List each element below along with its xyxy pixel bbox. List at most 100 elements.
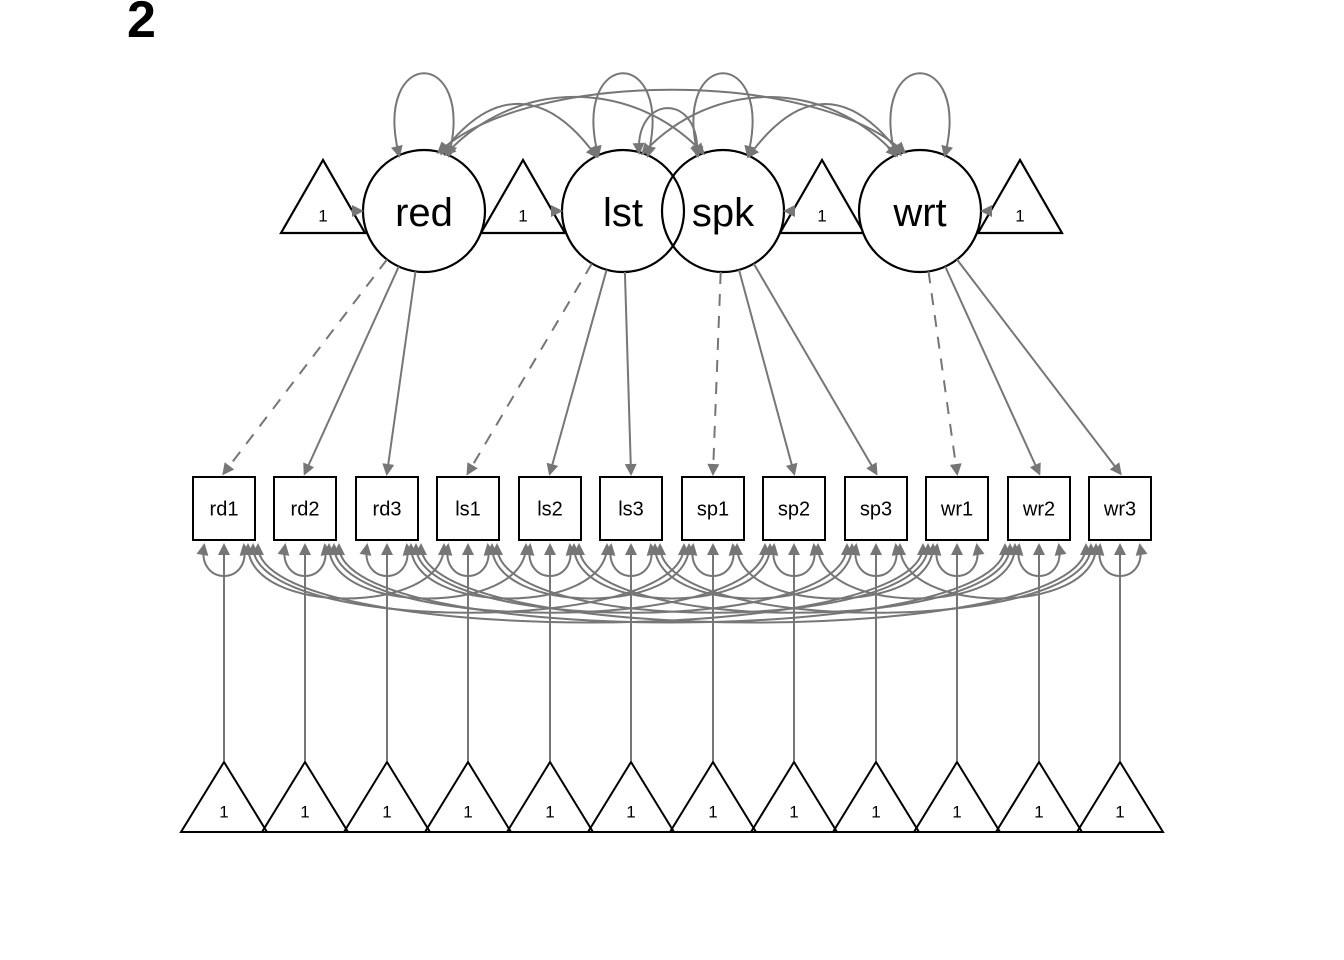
indicator-sp2 — [762, 476, 826, 541]
latent-covariance-red-lst — [440, 103, 598, 159]
observed-intercept-triangle-wr3 — [1075, 760, 1165, 833]
residual-covariance-rd3-wr3 — [415, 543, 1092, 624]
latent-intercept-triangle-lst — [479, 157, 567, 235]
indicator-label-rd3: rd3 — [373, 499, 402, 521]
observed-intercept-triangle-rd3 — [342, 760, 432, 833]
indicator-label-sp3: sp3 — [860, 499, 892, 521]
residual-covariance-sp2-wr2 — [812, 543, 1021, 600]
observed-intercept-triangle-ls3 — [586, 760, 676, 833]
indicator-label-sp1: sp1 — [697, 499, 729, 521]
observed-intercept-fill-wr1 — [914, 762, 1000, 832]
observed-intercept-label-rd3: 1 — [382, 803, 391, 822]
residual-covariance-rd2-ls2 — [323, 543, 532, 600]
observed-intercept-fill-ls2 — [507, 762, 593, 832]
observed-intercept-fill-rd2 — [262, 762, 348, 832]
indicator-label-sp2: sp2 — [778, 499, 810, 521]
latent-fill-spk — [662, 150, 784, 272]
observed-intercept-fill-wr2 — [996, 762, 1082, 832]
latent-covariance-red-wrt — [436, 88, 907, 155]
indicator-wr1 — [925, 476, 989, 541]
latent-covariance-edges — [436, 88, 907, 159]
indicator-rd2 — [273, 476, 337, 541]
observed-intercept-fill-ls3 — [588, 762, 674, 832]
latent-covariance-red-spk — [443, 95, 706, 157]
observed-intercept-label-ls2: 1 — [545, 803, 554, 822]
indicator-rd1 — [192, 476, 256, 541]
indicator-label-ls1: ls1 — [455, 499, 481, 521]
observed-intercept-label-wr2: 1 — [1034, 803, 1043, 822]
loading-wrt-wr1 — [927, 271, 962, 476]
latent-variance-wrt — [887, 72, 953, 158]
indicator-ls1 — [436, 476, 500, 541]
latent-label-wrt: wrt — [892, 191, 946, 235]
loading-spk-sp1 — [707, 271, 722, 476]
observed-intercept-label-sp2: 1 — [789, 803, 798, 822]
observed-intercept-fill-rd3 — [344, 762, 430, 832]
observed-intercept-fill-wr3 — [1077, 762, 1163, 832]
latent-variance-lst — [590, 72, 656, 158]
loading-red-rd1 — [222, 258, 388, 476]
observed-intercept-label-sp1: 1 — [708, 803, 717, 822]
indicator-wr2 — [1007, 476, 1071, 541]
latent-variance-edges — [391, 72, 953, 158]
residual-covariance-sp1-wr1 — [731, 543, 939, 600]
residual-covariance-ls2-sp2 — [568, 543, 776, 600]
latent-label-lst: lst — [603, 191, 643, 235]
observed-intercept-triangle-rd1 — [179, 760, 269, 833]
loading-red-rd2 — [303, 266, 400, 476]
observed-intercept-label-wr1: 1 — [952, 803, 961, 822]
latent-fill-red — [363, 150, 485, 272]
residual-covariance-ls3-sp3 — [649, 543, 858, 600]
latent-covariance-spk-wrt — [747, 103, 902, 159]
latent-label-spk: spk — [692, 191, 755, 235]
indicator-label-rd2: rd2 — [291, 499, 320, 521]
observed-intercept-triangle-ls1 — [423, 760, 513, 833]
indicator-rd3 — [355, 476, 419, 541]
latent-covariance-lst-wrt — [640, 96, 899, 158]
indicator-label-wr2: wr2 — [1022, 499, 1055, 521]
residual-covariance-rd1-wr1 — [252, 543, 929, 624]
latent-variance-red — [391, 72, 457, 158]
loading-spk-sp2 — [738, 269, 798, 476]
loading-wrt-wr3 — [956, 258, 1122, 476]
loading-lst-ls3 — [623, 271, 637, 476]
observed-intercept-label-rd2: 1 — [300, 803, 309, 822]
residual-covariance-rd3-ls3 — [405, 543, 613, 600]
residual-covariance-edges — [242, 543, 1102, 624]
loading-edges — [222, 258, 1122, 476]
loading-wrt-wr2 — [944, 266, 1041, 476]
indicator-ls3 — [599, 476, 663, 541]
observed-intercept-label-ls3: 1 — [626, 803, 635, 822]
latent-variance-spk — [690, 72, 756, 158]
figure-title: 2 — [127, 0, 156, 49]
observed-intercept-triangle-sp2 — [749, 760, 839, 833]
latent-covariance-lst-spk — [632, 107, 704, 158]
latent-fill-wrt — [859, 150, 981, 272]
residual-covariance-sp3-wr3 — [894, 543, 1102, 600]
observed-intercept-fill-rd1 — [181, 762, 267, 832]
observed-intercept-triangle-wr1 — [912, 760, 1002, 833]
loading-spk-sp3 — [752, 263, 878, 476]
loading-red-rd3 — [382, 271, 417, 476]
residual-covariance-rd2-wr2 — [333, 543, 1011, 624]
indicator-label-wr3: wr3 — [1103, 499, 1136, 521]
latent-fill-lst — [562, 150, 684, 272]
indicator-label-rd1: rd1 — [210, 499, 239, 521]
observed-intercept-label-sp3: 1 — [871, 803, 880, 822]
indicator-sp1 — [681, 476, 745, 541]
loading-lst-ls1 — [466, 262, 593, 476]
observed-intercept-fill-sp2 — [751, 762, 837, 832]
observed-intercept-label-rd1: 1 — [219, 803, 228, 822]
indicator-label-wr1: wr1 — [940, 499, 973, 521]
indicator-label-ls2: ls2 — [537, 499, 563, 521]
latent-intercept-label-red: 1 — [318, 207, 327, 226]
loading-lst-ls2 — [546, 269, 608, 476]
latent-intercept-label-lst: 1 — [518, 207, 527, 226]
latent-label-red: red — [395, 191, 453, 235]
indicator-ls2 — [518, 476, 582, 541]
latent-intercept-triangle-wrt — [976, 157, 1064, 235]
residual-covariance-rd1-ls1 — [242, 543, 450, 600]
